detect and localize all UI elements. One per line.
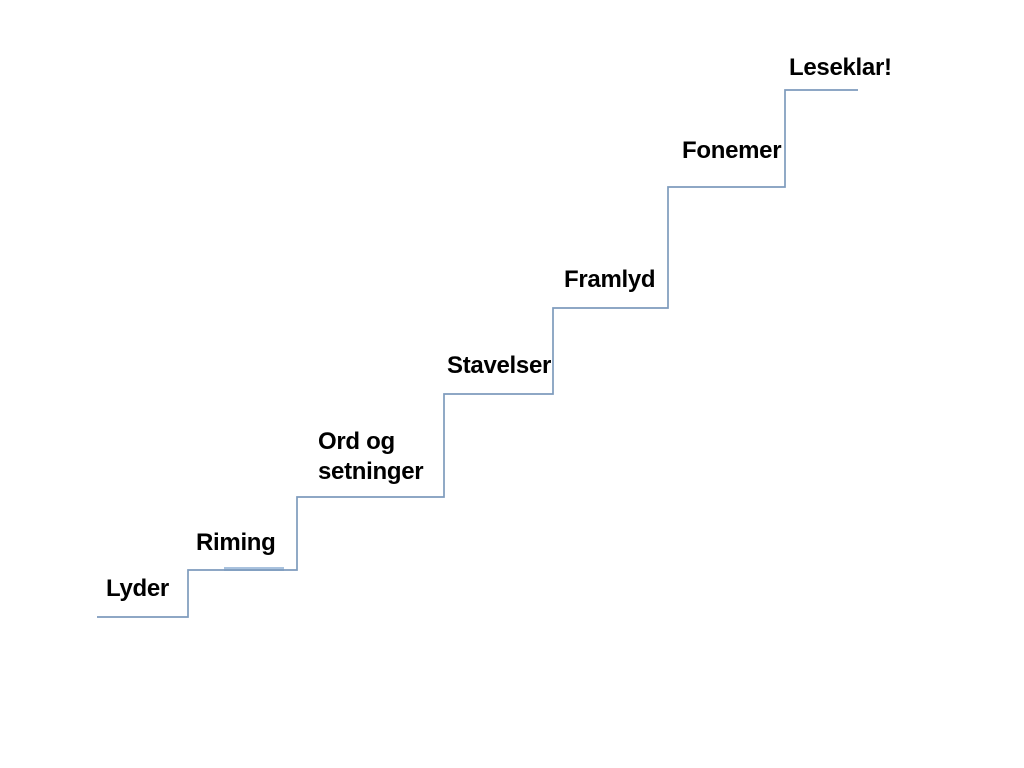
step-label-fonemer: Fonemer: [682, 137, 782, 164]
step-label-framlyd: Framlyd: [564, 266, 656, 293]
step-label-stavelser: Stavelser: [447, 352, 552, 379]
step-label-riming: Riming: [196, 529, 276, 556]
staircase-line: [97, 89, 858, 618]
step-label-leseklar: Leseklar!: [789, 54, 892, 81]
step-label-ord-og-setninger: Ord og setninger: [318, 428, 424, 485]
step-label-lyder: Lyder: [106, 575, 169, 602]
